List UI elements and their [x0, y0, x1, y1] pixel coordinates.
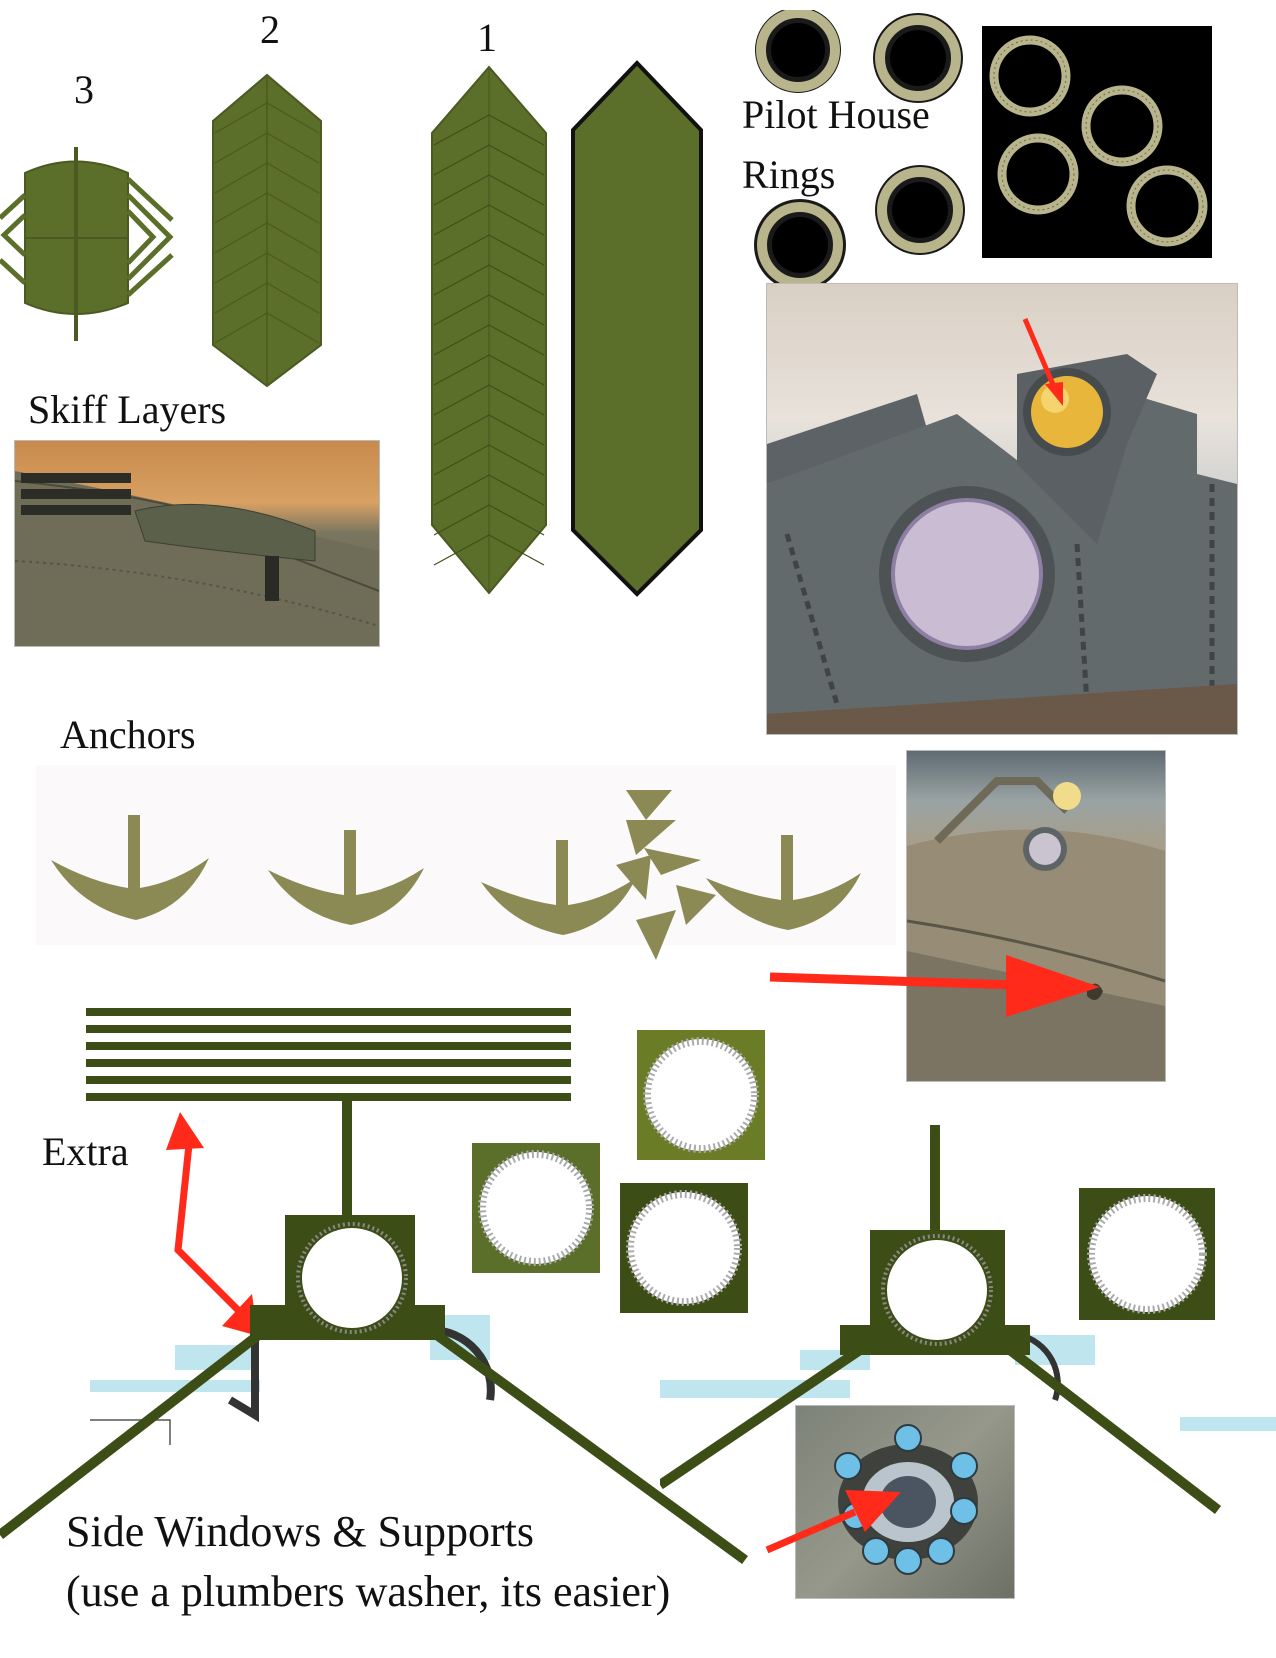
skiff-layer-2-shape: [212, 73, 322, 388]
washer-note-label: (use a plumbers washer, its easier): [66, 1567, 671, 1616]
extra-label: Extra: [42, 1129, 129, 1174]
window-piece-1: [637, 1030, 765, 1160]
left-window-support-assembly: [0, 1100, 748, 1565]
ring-icon: [755, 10, 841, 93]
layer-2-number: 2: [260, 7, 280, 52]
anchor-fluke-icon: [616, 790, 716, 960]
window-piece-4: [1079, 1188, 1215, 1320]
arrow-to-anchor-photo-icon: [769, 955, 1100, 1017]
layer-1-number: 1: [477, 15, 497, 60]
pilot-house-photo: [766, 283, 1238, 735]
skiff-layer-1-lined-shape: [431, 65, 547, 595]
pilot-house-rings-sheet: [982, 26, 1212, 258]
anchors-label: Anchors: [60, 712, 196, 757]
skiff-photo: [14, 440, 380, 647]
porthole-photo: [795, 1405, 1015, 1599]
extra-strips: [86, 1008, 571, 1101]
anchors-sheet: [36, 765, 896, 960]
anchor-photo: [906, 750, 1166, 1082]
window-piece-3: [620, 1183, 748, 1313]
skiff-layer-3-shape: [0, 147, 174, 341]
skiff-layers-label: Skiff Layers: [28, 387, 227, 432]
side-windows-label: Side Windows & Supports: [66, 1507, 535, 1556]
pilot-house-rings-loose: [754, 10, 965, 291]
arrow-extra-to-support-icon: [166, 1112, 258, 1336]
anchor-icon: [51, 815, 861, 935]
right-window-support-assembly: [660, 1125, 1276, 1514]
layer-3-number: 3: [74, 67, 94, 112]
rings-label: Rings: [742, 152, 836, 197]
window-piece-2: [472, 1143, 600, 1273]
pilot-house-label: Pilot House: [742, 92, 930, 137]
arrow-to-porthole-icon: [765, 1490, 901, 1554]
skiff-layer-1-plain-shape: [571, 60, 703, 597]
